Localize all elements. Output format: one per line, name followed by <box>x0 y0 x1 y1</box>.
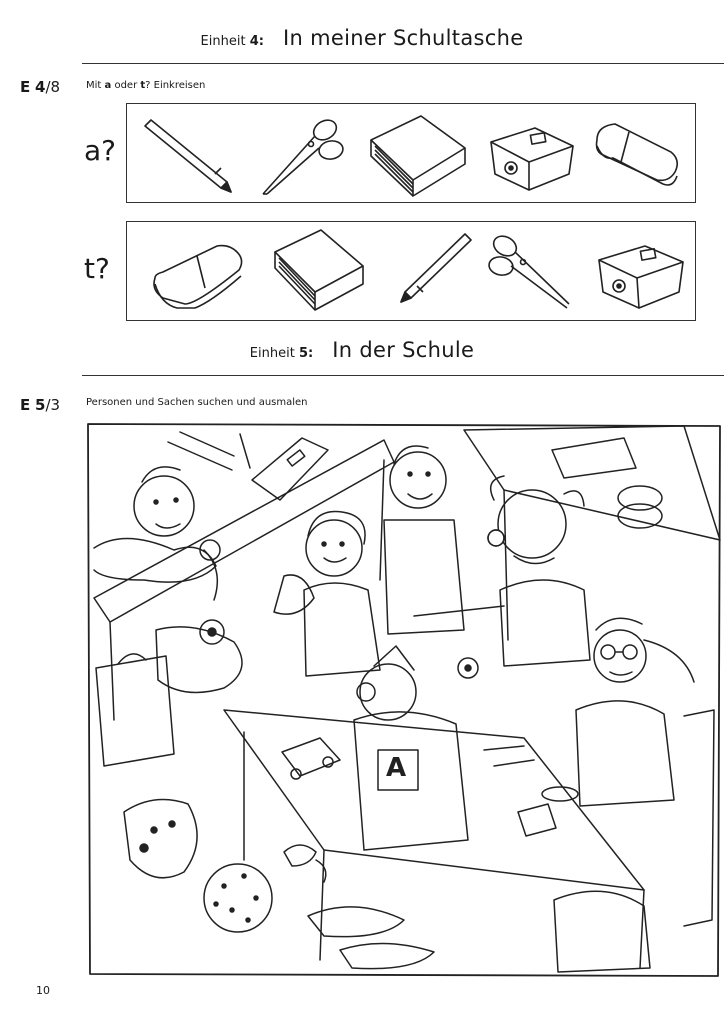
eraser-icon[interactable] <box>583 104 697 204</box>
sharpener-icon[interactable] <box>583 222 697 322</box>
book-icon <box>251 437 329 501</box>
row-label-a: a? <box>84 134 117 167</box>
unit-5-header: Einheit 5: In der Schule <box>0 338 724 362</box>
divider-rule <box>82 63 724 64</box>
page-number: 10 <box>36 984 50 997</box>
scissors-icon[interactable] <box>245 104 359 204</box>
book-icon[interactable] <box>261 222 375 322</box>
exercise-code: E 4/8 <box>20 78 61 96</box>
exercise-instruction: Mit a oder t? Einkreisen <box>86 80 206 91</box>
unit-title: In der Schule <box>332 338 475 362</box>
divider-rule <box>82 375 724 376</box>
sharpener-icon[interactable] <box>477 104 591 204</box>
book-icon[interactable] <box>361 104 475 204</box>
exercise-instruction: Personen und Sachen suchen und ausmalen <box>86 397 308 408</box>
eraser-icon[interactable] <box>141 222 255 322</box>
unit-title: In meiner Schultasche <box>283 26 524 50</box>
picture-box-t <box>126 221 696 321</box>
picture-box-a <box>126 103 696 203</box>
scissors-icon[interactable] <box>479 222 593 322</box>
pencil-icon[interactable] <box>381 222 495 322</box>
classroom-illustration: A <box>84 420 724 980</box>
unit-prefix: Einheit 5: <box>249 346 314 361</box>
unit-prefix: Einheit 4: <box>200 34 264 49</box>
pencil-icon[interactable] <box>131 104 245 204</box>
exercise-code: E 5/3 <box>20 396 61 414</box>
unit-4-header: Einheit 4: In meiner Schultasche <box>0 26 724 50</box>
row-label-t: t? <box>84 252 110 285</box>
shirt-badge: A <box>386 753 406 783</box>
